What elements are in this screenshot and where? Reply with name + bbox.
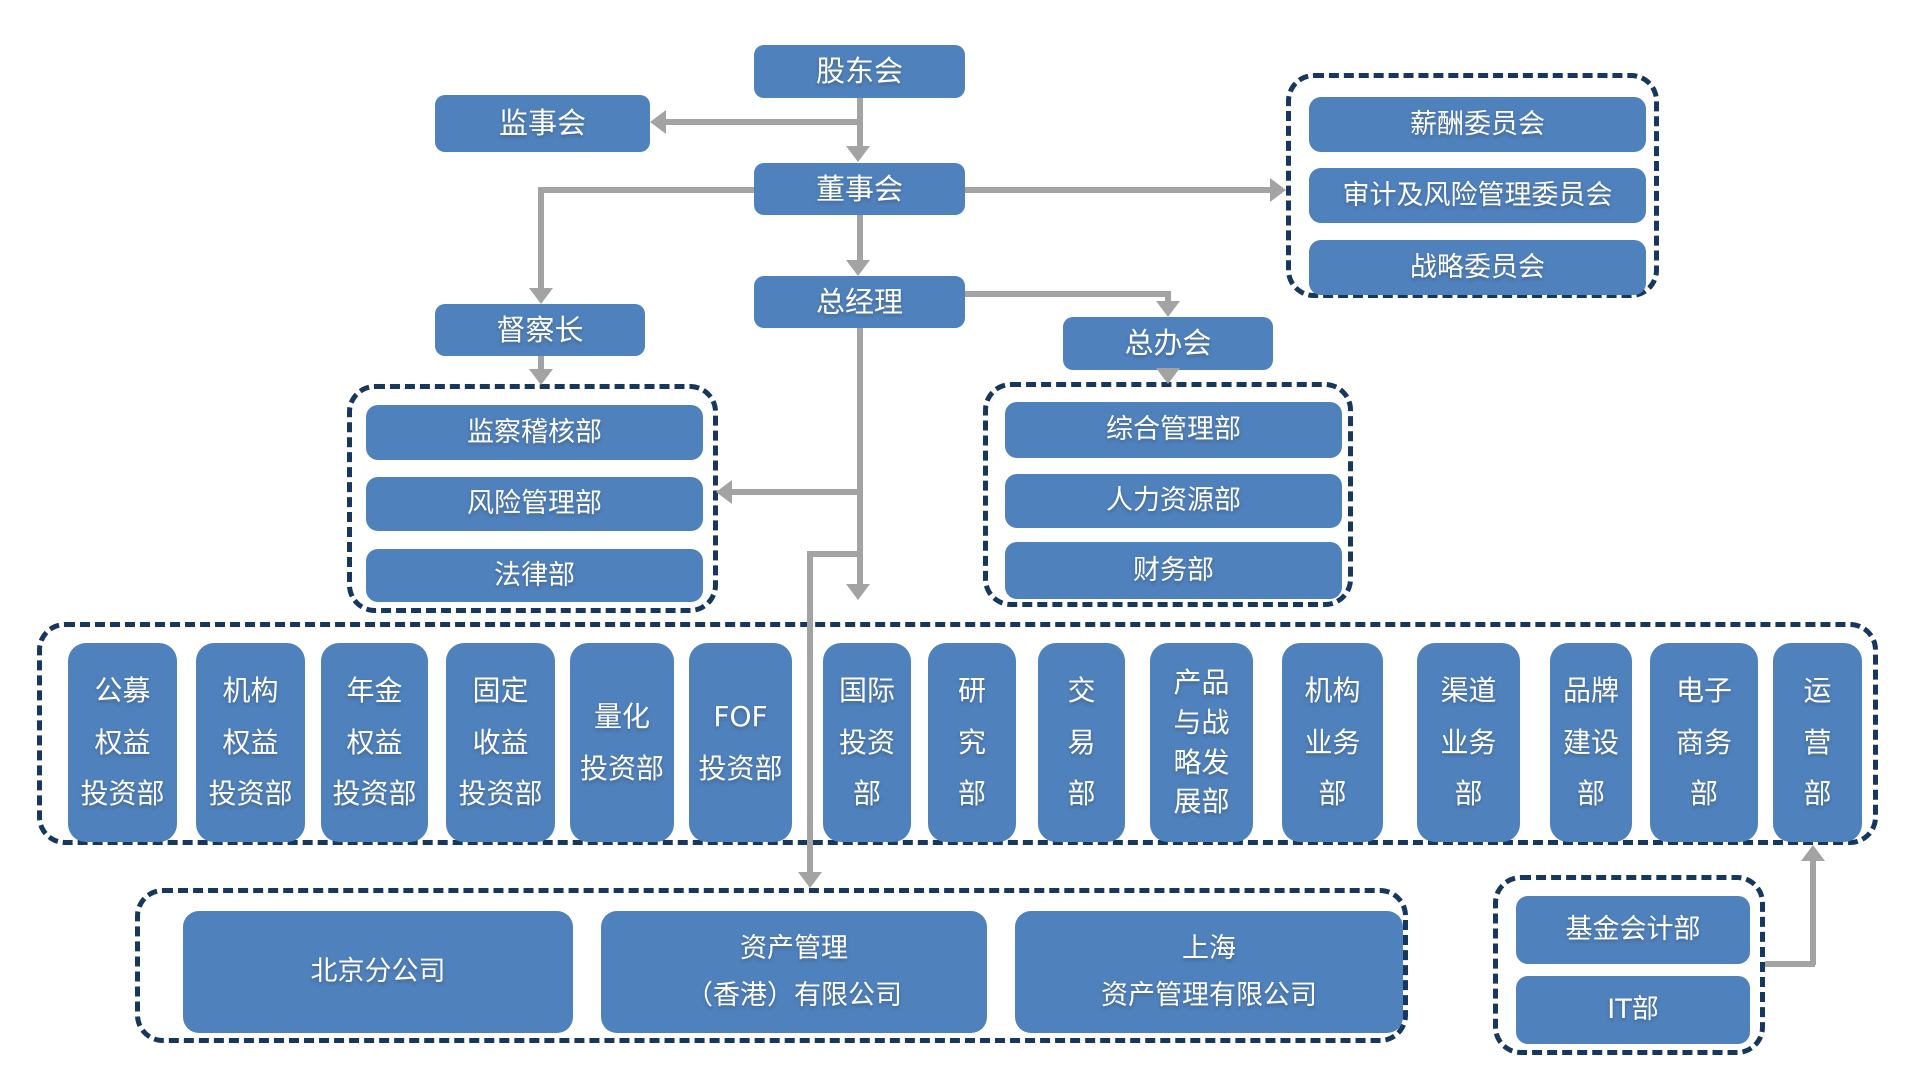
connector-board-to-inspector-v [538,187,544,289]
connector-fundops-to-operations-v [1810,860,1816,965]
group-board-committees: 薪酬委员会 审计及风险管理委员会 战略委员会 [1286,73,1659,298]
dept-risk-management: 风险管理部 [366,477,703,531]
committee-strategy: 战略委员会 [1309,240,1646,295]
node-supervisory-board: 监事会 [435,95,650,152]
dept-legal: 法律部 [366,549,703,602]
dept-channel-business: 渠道 业务 部 [1417,643,1520,842]
connector-to-supervisory-board [664,119,860,125]
dept-public-equity-investment: 公募 权益 投资部 [68,643,177,842]
connector-board-to-committees [965,187,1271,193]
arrowhead-into-committees [1270,178,1286,202]
subsidiary-asset-management-hk: 资产管理 （香港）有限公司 [601,911,987,1033]
group-subsidiaries: 北京分公司 资产管理 （香港）有限公司 上海 资产管理有限公司 [135,888,1408,1043]
dept-finance: 财务部 [1005,542,1342,599]
connector-to-risk-management [730,489,860,495]
group-admin-departments: 综合管理部 人力资源部 财务部 [983,382,1353,607]
arrowhead-into-operations-dept [1801,845,1825,861]
dept-human-resources: 人力资源部 [1005,474,1342,528]
dept-institutional-business: 机构 业务 部 [1282,643,1383,842]
subsidiary-beijing-branch: 北京分公司 [183,911,573,1033]
dept-research: 研 究 部 [928,643,1016,842]
node-general-office-meeting: 总办会 [1063,317,1273,370]
group-business-departments: 公募 权益 投资部 机构 权益 投资部 年金 权益 投资部 固定 收益 投资部 … [37,622,1878,845]
group-fund-operations: 基金会计部 IT部 [1493,875,1765,1055]
dept-quant-investment: 量化 投资部 [570,643,674,842]
dept-brand-building: 品牌 建设 部 [1550,643,1632,842]
connector-to-subsidiaries-h [807,551,860,557]
group-inspection-audit: 监察稽核部 风险管理部 法律部 [347,384,718,613]
arrowhead-into-supervisory-board [650,110,666,134]
arrowhead-into-inspection-group [529,369,553,385]
dept-product-strategy-development: 产品 与战 略发 展部 [1150,643,1253,842]
node-shareholders-meeting: 股东会 [754,45,965,98]
connector-gm-to-departments [857,328,863,584]
dept-it: IT部 [1516,976,1750,1044]
node-board-of-directors: 董事会 [754,163,965,215]
dept-institutional-equity-investment: 机构 权益 投资部 [196,643,305,842]
arrowhead-into-gm [846,260,870,276]
dept-operations: 运 营 部 [1773,643,1862,842]
arrowhead-into-subsidiaries-group [798,872,822,888]
node-general-manager: 总经理 [754,276,965,328]
dept-pension-equity-investment: 年金 权益 投资部 [321,643,428,842]
dept-general-management: 综合管理部 [1005,402,1342,458]
arrowhead-into-risk-management [716,480,732,504]
dept-fof-investment: FOF 投资部 [689,643,792,842]
arrowhead-into-board [846,146,870,162]
connector-board-to-inspector-h [540,187,754,193]
dept-supervision-audit: 监察稽核部 [366,405,703,460]
connector-shareholders-to-board [857,98,863,148]
arrowhead-into-departments-group [846,584,870,600]
arrowhead-into-gom [1156,301,1180,317]
dept-fund-accounting: 基金会计部 [1516,896,1750,964]
dept-e-commerce: 电子 商务 部 [1650,643,1758,842]
connector-fundops-to-operations-h [1765,961,1815,967]
connector-gm-to-gom-v [1165,291,1171,303]
connector-to-subsidiaries-v [807,551,813,873]
connector-gm-to-gom-h [965,291,1167,297]
arrowhead-into-inspector [529,288,553,304]
node-chief-inspector: 督察长 [435,304,645,356]
dept-fixed-income-investment: 固定 收益 投资部 [446,643,555,842]
connector-board-to-gm [857,215,863,262]
subsidiary-shanghai-asset-management: 上海 资产管理有限公司 [1015,911,1403,1033]
dept-international-investment: 国际 投资 部 [823,643,911,842]
dept-trading: 交 易 部 [1038,643,1125,842]
committee-audit-risk: 审计及风险管理委员会 [1309,168,1646,223]
connector-inspector-to-group [538,356,544,371]
arrowhead-into-admin-group [1156,368,1180,384]
committee-compensation: 薪酬委员会 [1309,97,1646,152]
